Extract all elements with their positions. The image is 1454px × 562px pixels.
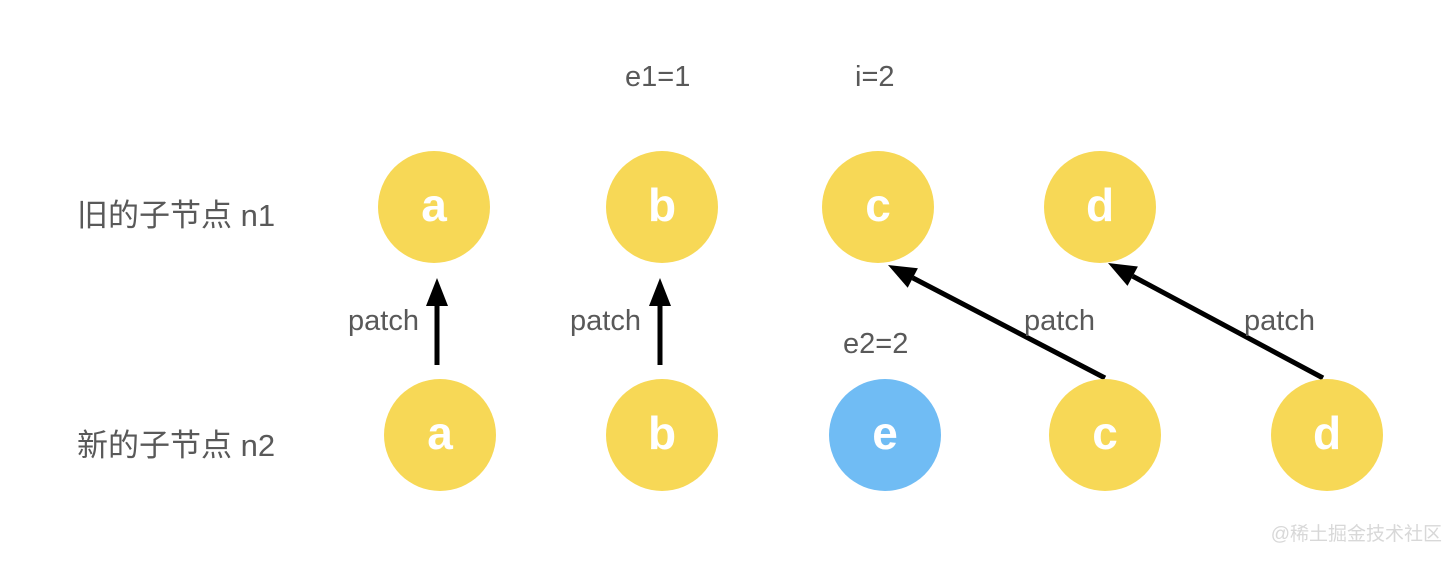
patch-arrow-a	[426, 278, 448, 365]
node-new-e-label: e	[872, 407, 898, 459]
patch-label-c: patch	[1024, 305, 1095, 337]
node-new-c-label: c	[1092, 407, 1118, 459]
node-old-d-label: d	[1085, 179, 1115, 231]
new-row-label: 新的子节点 n2	[77, 428, 276, 463]
node-old-a-label: a	[421, 179, 447, 231]
node-old-b-label: b	[647, 179, 677, 231]
node-new-d-label: d	[1312, 407, 1342, 459]
patch-label-d: patch	[1244, 305, 1315, 337]
node-new-c: c	[1049, 379, 1161, 491]
annotation-e2: e2=2	[843, 328, 909, 360]
node-new-a-label: a	[427, 407, 453, 459]
patch-label-b: patch	[570, 305, 641, 337]
node-old-a: a	[378, 151, 490, 263]
node-old-b: b	[606, 151, 718, 263]
node-new-a: a	[384, 379, 496, 491]
node-old-d: d	[1044, 151, 1156, 263]
old-row-label: 旧的子节点 n1	[77, 198, 276, 233]
annotation-e1: e1=1	[625, 61, 691, 93]
node-new-b-label: b	[647, 407, 677, 459]
node-old-c: c	[822, 151, 934, 263]
annotation-i: i=2	[855, 61, 895, 93]
watermark: @稀土掘金技术社区	[1270, 524, 1442, 545]
node-new-d: d	[1271, 379, 1383, 491]
patch-label-a: patch	[348, 305, 419, 337]
node-old-c-label: c	[865, 179, 891, 231]
node-new-e: e	[829, 379, 941, 491]
patch-arrow-b	[649, 278, 671, 365]
node-new-b: b	[606, 379, 718, 491]
